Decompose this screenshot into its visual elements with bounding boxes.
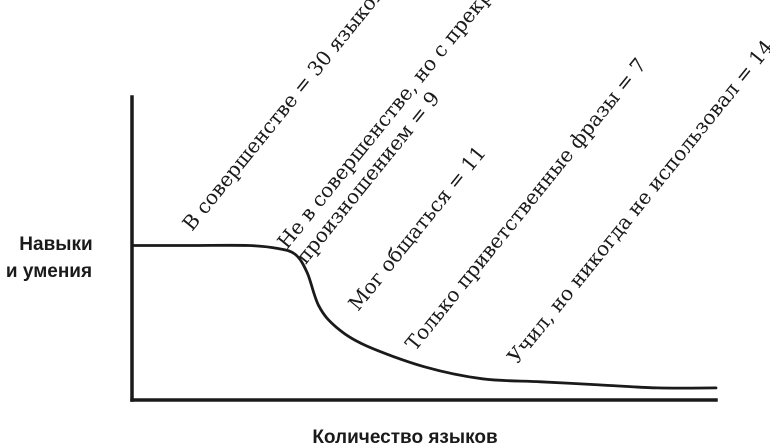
x-axis-label: Количество языков [312, 427, 497, 445]
skills-curve [130, 243, 718, 390]
y-axis-label-line-2: и умения [6, 261, 92, 282]
y-axis-label-line-1: Навыки [19, 234, 92, 255]
